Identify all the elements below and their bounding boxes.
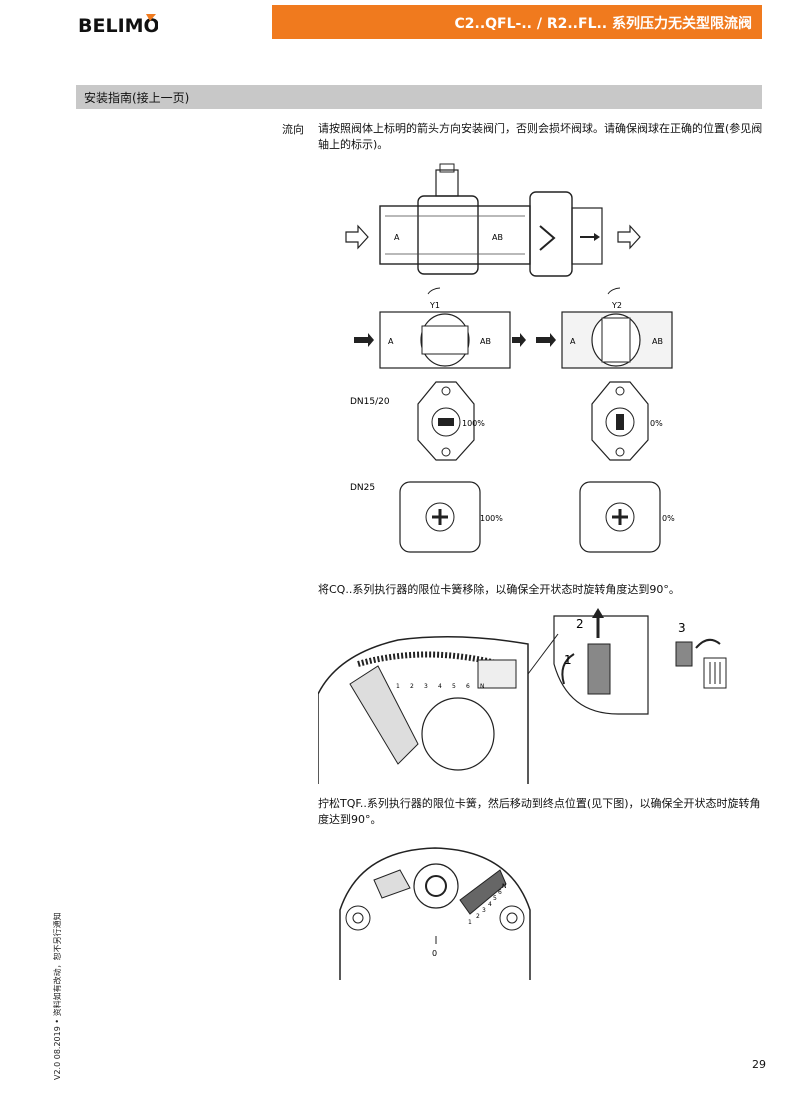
rotation-arrow-icon bbox=[607, 287, 621, 295]
tqf-scale-mark: 4 bbox=[488, 901, 492, 908]
actuator-housing bbox=[318, 636, 529, 784]
limit-clip bbox=[349, 665, 419, 765]
valve-figure: A AB Y1 A AB Y2 A AB DN15/20 100% 0% DN2… bbox=[345, 163, 675, 553]
actuator-housing bbox=[339, 847, 531, 980]
y1-label: Y1 bbox=[429, 301, 440, 310]
y1-port-a: A bbox=[388, 337, 394, 346]
flow-in-arrow-icon bbox=[345, 224, 369, 250]
tqf-scale-mark: 2 bbox=[476, 913, 480, 920]
tqf-scale-mark: 1 bbox=[468, 919, 472, 926]
cq-scale-mark: 2 bbox=[410, 683, 414, 690]
indicator-dn15-open bbox=[417, 381, 475, 461]
section-title: 安装指南(接上一页) bbox=[84, 91, 190, 105]
belimo-logo: BELIMO bbox=[78, 14, 158, 37]
cq-instruction: 将CQ..系列执行器的限位卡簧移除，以确保全开状态时旋转角度达到90°。 bbox=[318, 583, 680, 596]
push-arrow-icon bbox=[561, 653, 575, 685]
dn25-closed-pct: 0% bbox=[662, 514, 675, 523]
tqf-scale-mark: N bbox=[502, 883, 507, 890]
flow-label: 流向 bbox=[282, 123, 304, 136]
page-title: C2..QFL-.. / R2..FL.. 系列压力无关型限流阀 bbox=[454, 16, 753, 32]
drive-hub bbox=[413, 863, 459, 909]
valve-body bbox=[379, 205, 531, 265]
cq-scale-mark: N bbox=[480, 683, 485, 690]
cq-step-2: 2 bbox=[576, 617, 584, 631]
valve-stem bbox=[435, 169, 459, 197]
valve-port-a: A bbox=[394, 233, 400, 242]
ball-section-y1 bbox=[379, 311, 511, 369]
direction-chevron-icon bbox=[539, 225, 556, 251]
tqf-zero: 0 bbox=[432, 949, 437, 958]
cq-scale-mark: 4 bbox=[438, 683, 442, 690]
indicator-dn25-closed bbox=[579, 481, 661, 553]
valve-port-ab: AB bbox=[492, 233, 503, 242]
y2-port-a: A bbox=[570, 337, 576, 346]
y2-port-ab: AB bbox=[652, 337, 663, 346]
page-number: 29 bbox=[752, 1058, 766, 1071]
scale-window bbox=[477, 659, 517, 689]
logo-accent-icon bbox=[146, 14, 156, 21]
dn25-open-pct: 100% bbox=[480, 514, 503, 523]
tqf-scale-mark: 3 bbox=[482, 907, 486, 914]
dn25-label: DN25 bbox=[350, 483, 375, 493]
dn15-open-pct: 100% bbox=[462, 419, 485, 428]
cq-actuator-figure: 2 1 3 1 2 3 4 5 6 N bbox=[318, 608, 727, 784]
dn15-label: DN15/20 bbox=[350, 397, 390, 407]
header-bar: C2..QFL-.. / R2..FL.. 系列压力无关型限流阀 bbox=[272, 5, 762, 39]
y1-port-ab: AB bbox=[480, 337, 491, 346]
scale-segment bbox=[459, 869, 507, 915]
cq-scale-mark: 6 bbox=[466, 683, 470, 690]
version-note: V2.0 08.2019 • 资料如有改动，恕不另行通知 bbox=[53, 912, 62, 1080]
cq-step-3: 3 bbox=[678, 621, 686, 635]
rotation-arrow-icon bbox=[427, 287, 441, 295]
tqf-actuator-figure: 0 1 2 3 4 5 6 N bbox=[339, 847, 531, 980]
section-bar: 安装指南(接上一页) bbox=[76, 85, 762, 109]
cq-scale-mark: 5 bbox=[452, 683, 456, 690]
tqf-scale-mark: 6 bbox=[498, 889, 502, 896]
cq-scale-mark: 1 bbox=[396, 683, 400, 690]
y2-label: Y2 bbox=[611, 301, 622, 310]
flow-limiter-body bbox=[529, 191, 573, 277]
flow-text: 请按照阀体上标明的箭头方向安装阀门，否则会损坏阀球。请确保阀球在正确的位置(参见… bbox=[318, 122, 763, 151]
indicator-dn15-closed bbox=[591, 381, 649, 461]
indicator-dn25-open bbox=[399, 481, 481, 553]
cq-step-1: 1 bbox=[564, 653, 572, 667]
cq-scale-mark: 3 bbox=[424, 683, 428, 690]
dn15-closed-pct: 0% bbox=[650, 419, 663, 428]
zoom-inset bbox=[553, 615, 649, 715]
lift-arrow-icon bbox=[592, 608, 604, 618]
flow-out-arrow-icon bbox=[617, 224, 641, 250]
limit-clip bbox=[373, 869, 411, 899]
tqf-instruction: 拧松TQF..系列执行器的限位卡簧，然后移动到终点位置(见下图)，以确保全开状态… bbox=[318, 797, 761, 826]
tqf-scale-mark: 5 bbox=[493, 895, 497, 902]
brand-text: BELIMO bbox=[78, 15, 158, 37]
